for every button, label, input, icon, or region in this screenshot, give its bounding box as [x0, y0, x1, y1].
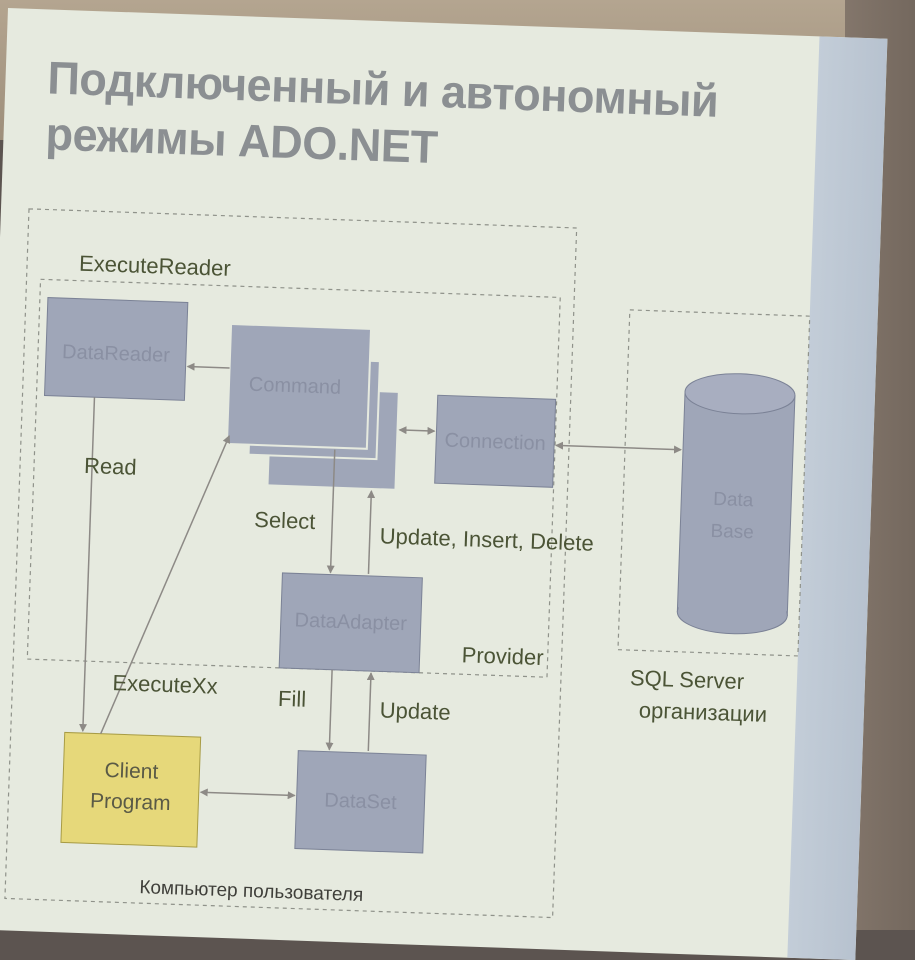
update-insert-delete-label: Update, Insert, Delete: [379, 523, 594, 555]
arrow-connection-database: [555, 441, 682, 454]
database-cylinder: [676, 373, 796, 635]
data-set-label: DataSet: [324, 790, 397, 815]
sql-server-label-line2: организации: [638, 697, 767, 726]
execute-xx-label: ExecuteXx: [112, 670, 218, 699]
read-label: Read: [84, 453, 137, 480]
client-program-label-line1: Client: [104, 759, 159, 784]
database-label-line2: Base: [710, 521, 754, 543]
select-label: Select: [254, 507, 316, 534]
data-adapter-box: [278, 572, 423, 674]
command-box: [225, 322, 373, 450]
command-label: Command: [248, 374, 341, 399]
sql-server-label-line1: SQL Server: [630, 665, 745, 694]
client-program-box: [60, 731, 202, 848]
update-label: Update: [379, 697, 451, 724]
arrow-command-select: [326, 449, 336, 574]
connection-label: Connection: [444, 430, 546, 456]
arrow-command-connection: [398, 426, 436, 435]
data-set-box: [294, 750, 427, 854]
arrow-command-to-datareader: [186, 362, 230, 371]
user-computer-region: [4, 208, 578, 919]
fill-label: Fill: [278, 686, 307, 712]
data-adapter-label: DataAdapter: [294, 609, 407, 635]
data-reader-label: DataReader: [62, 341, 171, 367]
ado-net-diagram: DataReader Command Connection Data Base …: [4, 208, 811, 919]
arrow-adapter-fill: [325, 669, 334, 751]
arrow-client-dataset: [199, 788, 296, 800]
user-computer-label: Компьютер пользователя: [139, 877, 364, 906]
data-reader-box: [43, 297, 189, 401]
provider-label: Provider: [461, 642, 544, 670]
client-program-label-line2: Program: [90, 789, 171, 815]
connection-box: [434, 394, 557, 488]
execute-reader-label: ExecuteReader: [79, 251, 231, 281]
sql-server-region: [617, 309, 811, 657]
arrow-dataset-update: [366, 672, 375, 752]
database-label-line1: Data: [713, 489, 754, 511]
arrow-adapter-update-command: [367, 489, 376, 574]
projection-screen: Подключенный и автономный режимы ADO.NET…: [0, 8, 888, 960]
arrow-datareader-to-client: [79, 397, 96, 733]
arrow-client-to-command: [100, 435, 231, 734]
